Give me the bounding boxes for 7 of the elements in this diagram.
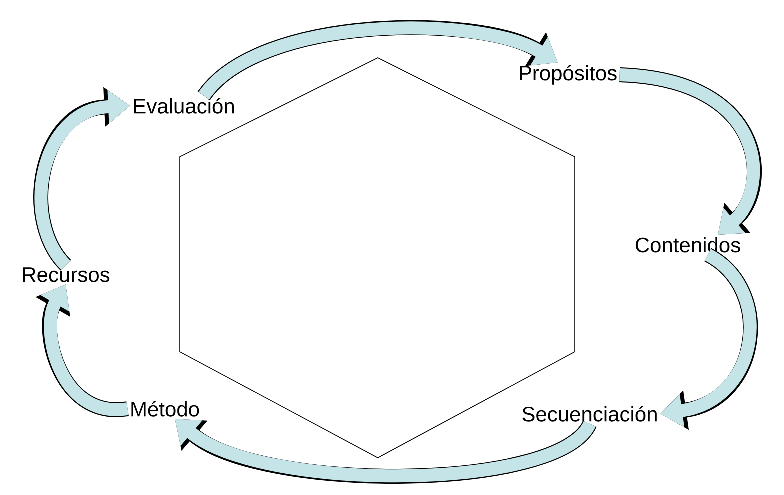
block-arrow: [619, 68, 762, 235]
step-label: Evaluación: [134, 98, 234, 114]
step-label: Propósitos: [520, 65, 617, 85]
step-label: Contenidos: [636, 237, 740, 253]
step-label: Método: [132, 401, 200, 417]
step-label: Secuenciación: [522, 406, 657, 422]
step-label: Recursos: [23, 268, 110, 282]
